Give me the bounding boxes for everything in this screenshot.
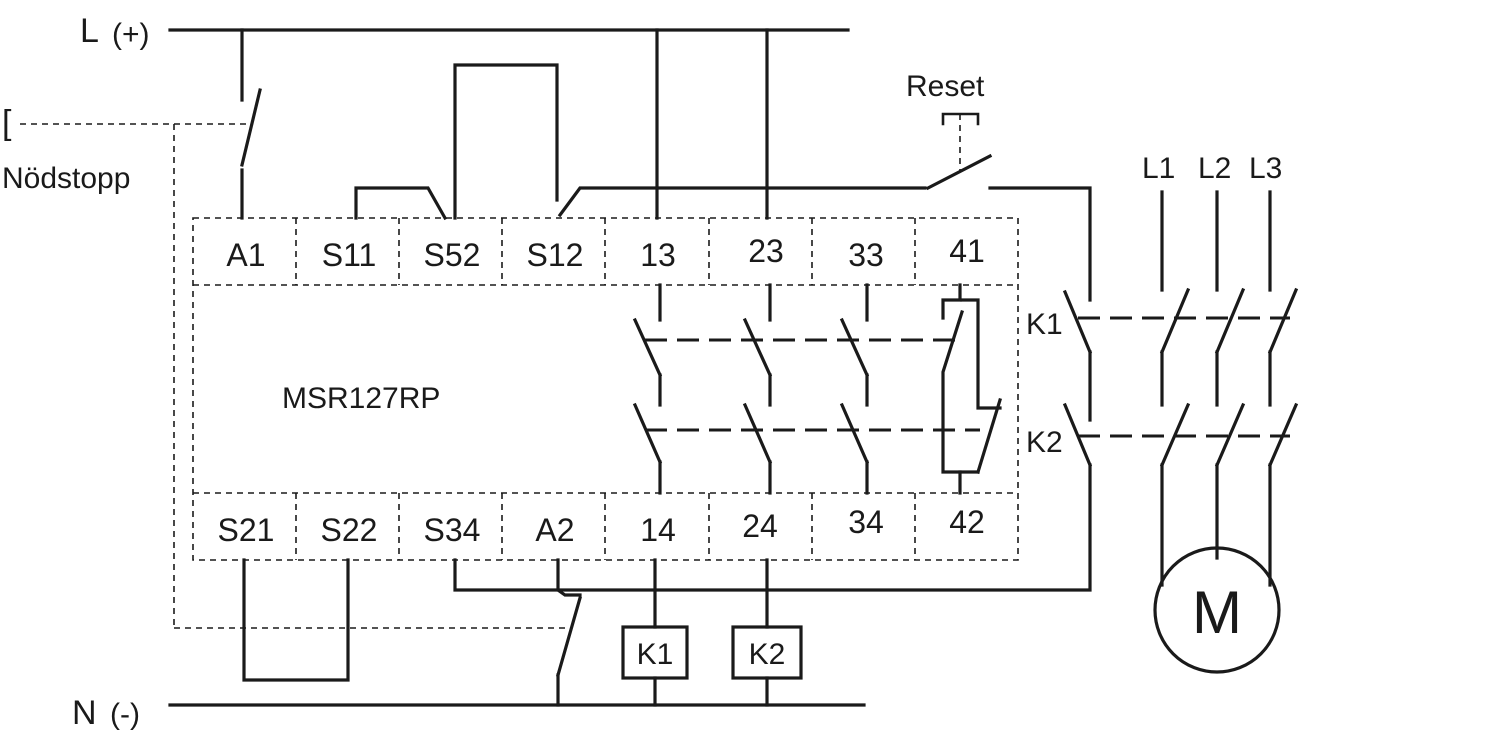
- terminal-s52: S52: [424, 237, 481, 273]
- s12-to-reset-wire: [557, 186, 927, 218]
- terminal-s11: S11: [322, 237, 377, 273]
- emergency-stop-mechanical-link: [20, 123, 568, 629]
- terminal-24: 24: [742, 508, 778, 544]
- device-model-label: MSR127RP: [282, 382, 440, 415]
- terminal-s34: S34: [424, 512, 481, 548]
- terminal-34: 34: [848, 504, 884, 540]
- l-rail-polarity: (+): [112, 18, 150, 51]
- terminal-42: 42: [949, 504, 985, 540]
- reset-label: Reset: [906, 70, 985, 103]
- terminal-13: 13: [640, 237, 676, 273]
- internal-nc-contact-41-42: [941, 283, 1002, 495]
- emergency-stop-bracket-icon: [: [2, 104, 12, 142]
- motor-label: M: [1192, 579, 1242, 646]
- n-rail-label: N: [72, 694, 97, 732]
- terminal-41: 41: [949, 233, 985, 269]
- coil-k2-label: K2: [749, 638, 786, 671]
- s21-s22-jumper: [242, 558, 350, 682]
- main-contactor-poles: [1078, 190, 1299, 587]
- terminal-a1: A1: [226, 237, 265, 273]
- emergency-stop-switch: [240, 28, 262, 220]
- terminal-33: 33: [848, 237, 884, 273]
- n-rail-polarity: (-): [110, 698, 140, 731]
- l-rail-label: L: [80, 12, 99, 50]
- s52-s12-loop: [453, 63, 559, 220]
- terminal-23: 23: [748, 233, 784, 269]
- terminal-s22: S22: [321, 512, 378, 548]
- coil-k2: [731, 558, 803, 707]
- phase-l1-label: L1: [1142, 152, 1175, 185]
- s11-s52-jumper: [354, 186, 448, 221]
- phase-l2-label: L2: [1198, 152, 1231, 185]
- terminal-s12: S12: [527, 237, 584, 273]
- emergency-stop-label: Nödstopp: [2, 162, 130, 195]
- terminal-s21: S21: [218, 512, 275, 548]
- coil-k1-label: K1: [637, 638, 674, 671]
- terminal-a2: A2: [535, 512, 574, 548]
- motor-symbol: [1153, 546, 1281, 674]
- internal-output-contacts: [632, 283, 980, 495]
- reset-button: [925, 112, 1092, 302]
- relay-housing: [192, 217, 1019, 561]
- phase-l3-label: L3: [1249, 152, 1282, 185]
- terminal-14: 14: [640, 512, 676, 548]
- k1-contact-label: K1: [1026, 308, 1063, 341]
- coil-k1: [621, 558, 689, 707]
- feedback-loop-k1-k2: [453, 289, 1093, 592]
- k2-contact-label: K2: [1026, 426, 1063, 459]
- a2-neutral-switch: [556, 558, 582, 707]
